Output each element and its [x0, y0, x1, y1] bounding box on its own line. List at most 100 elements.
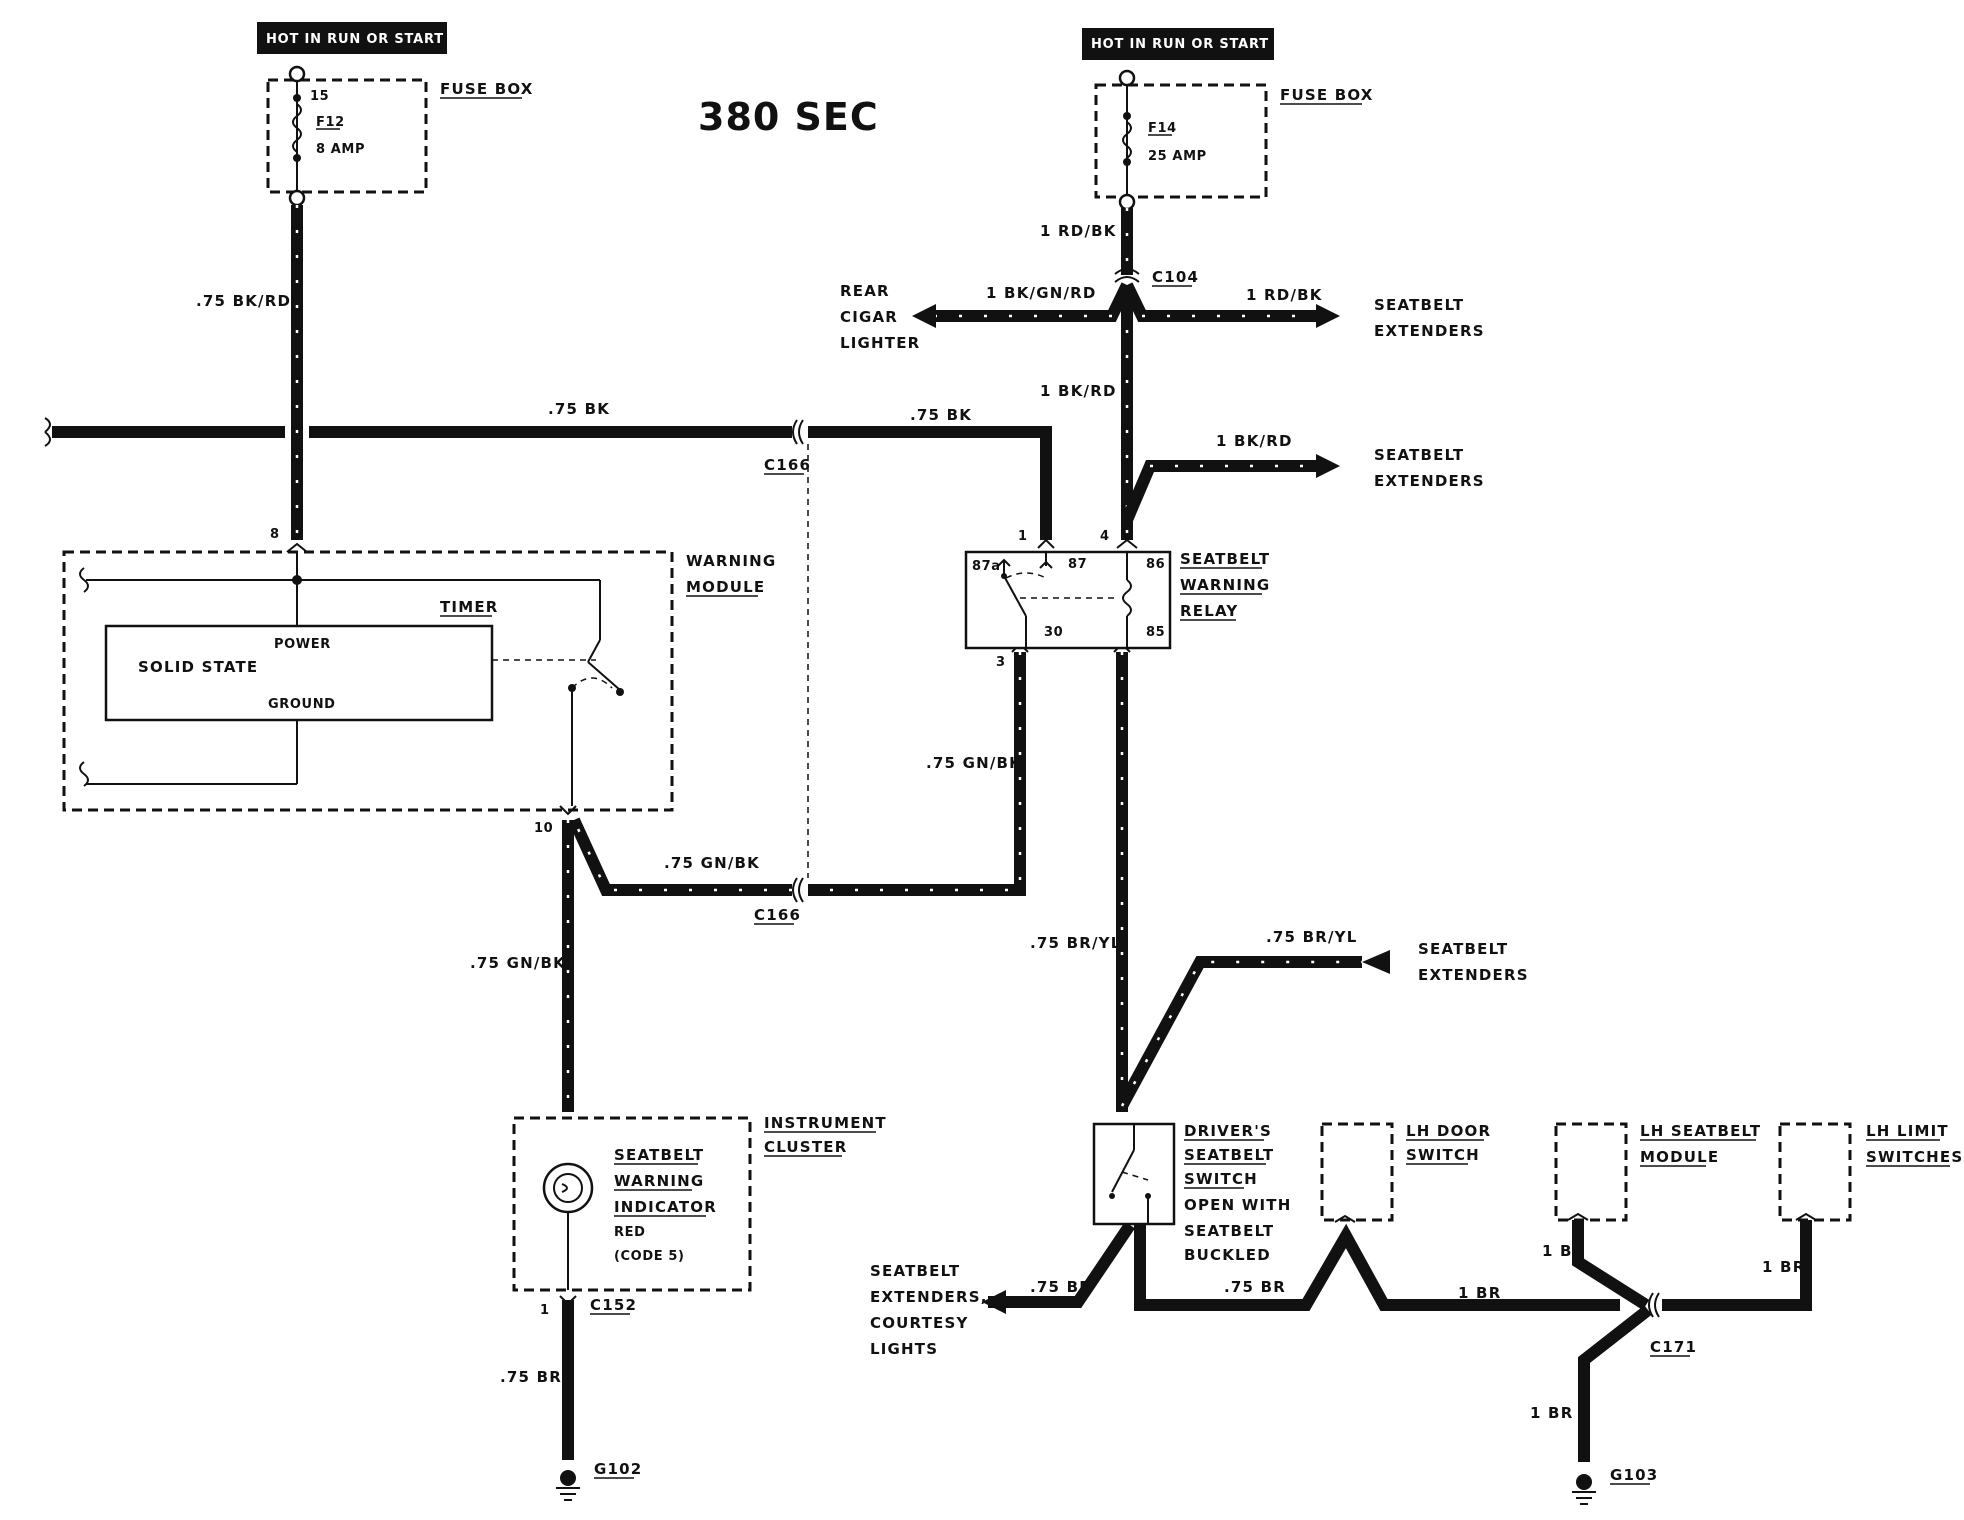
relay-label-2: WARNING — [1180, 576, 1270, 594]
pin-relay-3: 3 — [996, 655, 1006, 670]
connector-c171: C171 — [1650, 1338, 1697, 1356]
fuse-left-rating: 8 AMP — [316, 142, 365, 157]
relay-label-1: SEATBELT — [1180, 550, 1270, 568]
wire-label: 1 BR — [1762, 1258, 1805, 1276]
drivers-switch-l5: SEATBELT — [1184, 1222, 1274, 1240]
fuse-box-left-label: FUSE BOX — [440, 80, 534, 98]
warning-module-label-1: WARNING — [686, 552, 776, 570]
fuse-right-id: F14 — [1148, 121, 1177, 136]
relay-pin-87: 87 — [1068, 557, 1087, 572]
wire-label: 1 BR — [1542, 1242, 1585, 1260]
fuse-box-right-label: FUSE BOX — [1280, 86, 1374, 104]
wire-label: 1 RD/BK — [1040, 222, 1117, 240]
pin-relay-1: 1 — [1018, 529, 1028, 544]
dest-ext-a-2: EXTENDERS — [1374, 322, 1485, 340]
ground-g103-label: G103 — [1610, 1466, 1658, 1484]
lh-seatbelt-module: LH SEATBELT MODULE — [1554, 1122, 1761, 1222]
wire-label: .75 BR — [1224, 1278, 1286, 1296]
destination-arrows — [912, 304, 1390, 1314]
wires — [44, 205, 1812, 1462]
fuse-left-terminal: 15 — [310, 89, 329, 104]
dest-ext-d-3: COURTESY — [870, 1314, 969, 1332]
fuse-box-left: 15 F12 8 AMP FUSE BOX — [266, 65, 534, 207]
lh-seatbelt-module-l1: LH SEATBELT — [1640, 1122, 1761, 1140]
relay-pin-30: 30 — [1044, 625, 1063, 640]
pin-relay-4: 4 — [1100, 529, 1110, 544]
wire-label: .75 GN/BK — [926, 754, 1022, 772]
wire-label: .75 BK/RD — [196, 292, 291, 310]
lh-seatbelt-module-l2: MODULE — [1640, 1148, 1719, 1166]
pin-labels: 8 10 1 4 3 1 — [270, 527, 1110, 1318]
drivers-switch-l1: DRIVER'S — [1184, 1122, 1272, 1140]
ic-ind-2: WARNING — [614, 1172, 704, 1190]
wire-label: 1 BR — [1458, 1284, 1501, 1302]
connector-labels: C104 C166 C166 C152 C171 G102 G103 — [590, 268, 1697, 1485]
wire-label: .75 GN/BK — [664, 854, 760, 872]
warning-module-solid-state: SOLID STATE — [138, 658, 258, 676]
ic-ind-3: INDICATOR — [614, 1198, 717, 1216]
drivers-switch-l2: SEATBELT — [1184, 1146, 1274, 1164]
wire-label: 1 RD/BK — [1246, 286, 1323, 304]
ic-ind-1: SEATBELT — [614, 1146, 704, 1164]
wire-label: .75 GN/BK — [470, 954, 566, 972]
dest-ext-a-1: SEATBELT — [1374, 296, 1464, 314]
wire-label: .75 BR/YL — [1266, 928, 1357, 946]
wire-label: .75 BR — [500, 1368, 562, 1386]
power-label-left-text: HOT IN RUN OR START — [266, 32, 444, 47]
wire-label: .75 BR — [1030, 1278, 1092, 1296]
warning-module-label-2: MODULE — [686, 578, 765, 596]
connector-c104: C104 — [1152, 268, 1199, 286]
wire-label: .75 BR/YL — [1030, 934, 1121, 952]
ic-color: RED — [614, 1225, 645, 1240]
ground-g103-icon — [1572, 1474, 1596, 1505]
wire-labels: .75 BK/RD .75 BK .75 BK 1 RD/BK 1 BK/GN/… — [196, 222, 1805, 1422]
diagram-title: 380 SEC — [698, 95, 879, 139]
wire-label: .75 BK — [548, 400, 610, 418]
destination-labels: REAR CIGAR LIGHTER SEATBELT EXTENDERS SE… — [840, 282, 1529, 1358]
relay-pin-85: 85 — [1146, 625, 1165, 640]
drivers-seatbelt-switch: DRIVER'S SEATBELT SWITCH OPEN WITH SEATB… — [1092, 1122, 1291, 1264]
dest-ext-d-4: LIGHTS — [870, 1340, 938, 1358]
pin-ic-1: 1 — [540, 1303, 550, 1318]
power-label-right-text: HOT IN RUN OR START — [1091, 37, 1269, 52]
power-label-right: HOT IN RUN OR START — [1082, 28, 1274, 60]
ground-g102-icon — [556, 1470, 580, 1501]
fuse-right-rating: 25 AMP — [1148, 149, 1207, 164]
warning-module-timer: TIMER — [440, 598, 499, 616]
lh-door-l2: SWITCH — [1406, 1146, 1480, 1164]
warning-module: TIMER POWER SOLID STATE GROUND WARNING M… — [62, 550, 776, 812]
wire-label: 1 BK/GN/RD — [986, 284, 1097, 302]
ground-g102-label: G102 — [594, 1460, 642, 1478]
lh-limit-l2: SWITCHES — [1866, 1148, 1963, 1166]
connector-c166-bottom: C166 — [754, 906, 801, 924]
relay-label-3: RELAY — [1180, 602, 1238, 620]
ic-code: (CODE 5) — [614, 1249, 685, 1264]
lh-limit-switches: LH LIMIT SWITCHES — [1778, 1122, 1963, 1222]
ic-label-1: INSTRUMENT — [764, 1114, 887, 1132]
drivers-switch-l6: BUCKLED — [1184, 1246, 1271, 1264]
relay-pin-87a: 87a — [972, 559, 1001, 574]
pin-wm-8: 8 — [270, 527, 280, 542]
warning-module-ground: GROUND — [268, 697, 336, 712]
connector-c166-top: C166 — [764, 456, 811, 474]
dest-ext-b-1: SEATBELT — [1374, 446, 1464, 464]
instrument-cluster: SEATBELT WARNING INDICATOR RED (CODE 5) … — [512, 1114, 887, 1292]
lh-door-l1: LH DOOR — [1406, 1122, 1491, 1140]
fuse-left-id: F12 — [316, 115, 345, 130]
power-label-left: HOT IN RUN OR START — [257, 22, 447, 54]
wire-label: 1 BR — [1530, 1404, 1573, 1422]
dest-rear-cigar-3: LIGHTER — [840, 334, 920, 352]
dest-ext-c-1: SEATBELT — [1418, 940, 1508, 958]
drivers-switch-l4: OPEN WITH — [1184, 1196, 1291, 1214]
drivers-switch-l3: SWITCH — [1184, 1170, 1258, 1188]
ic-label-2: CLUSTER — [764, 1138, 847, 1156]
warning-module-power: POWER — [274, 637, 331, 652]
dest-rear-cigar-2: CIGAR — [840, 308, 898, 326]
dest-ext-b-2: EXTENDERS — [1374, 472, 1485, 490]
lh-limit-l1: LH LIMIT — [1866, 1122, 1949, 1140]
wire-label: 1 BK/RD — [1040, 382, 1117, 400]
dest-ext-d-2: EXTENDERS, — [870, 1288, 988, 1306]
dest-ext-c-2: EXTENDERS — [1418, 966, 1529, 984]
lh-door-switch: LH DOOR SWITCH — [1320, 1122, 1491, 1222]
